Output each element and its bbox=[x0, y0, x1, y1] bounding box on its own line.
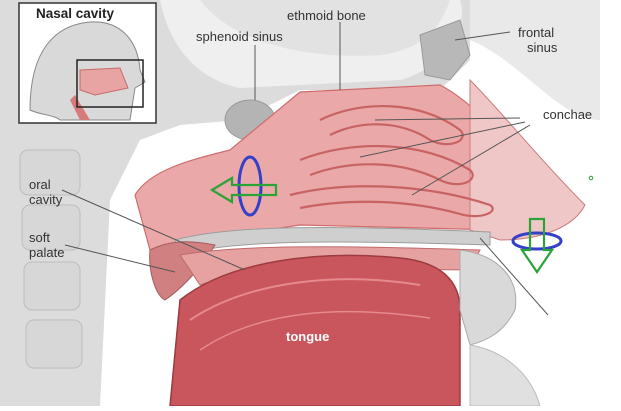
label-oral-cavity-line2: cavity bbox=[29, 193, 62, 207]
label-sphenoid-sinus: sphenoid sinus bbox=[196, 30, 283, 44]
label-soft-palate-line1: soft bbox=[29, 231, 50, 245]
label-soft-palate-line2: palate bbox=[29, 246, 64, 260]
label-ethmoid-bone: ethmoid bone bbox=[287, 9, 366, 23]
label-frontal-sinus-line2: sinus bbox=[527, 41, 557, 55]
label-frontal-sinus-line1: frontal bbox=[518, 26, 554, 40]
label-oral-cavity-line1: oral bbox=[29, 178, 51, 192]
label-tongue: tongue bbox=[286, 330, 329, 344]
label-conchae: conchae bbox=[543, 108, 592, 122]
inset-title: Nasal cavity bbox=[36, 6, 114, 21]
inset-thumbnail bbox=[19, 3, 156, 123]
